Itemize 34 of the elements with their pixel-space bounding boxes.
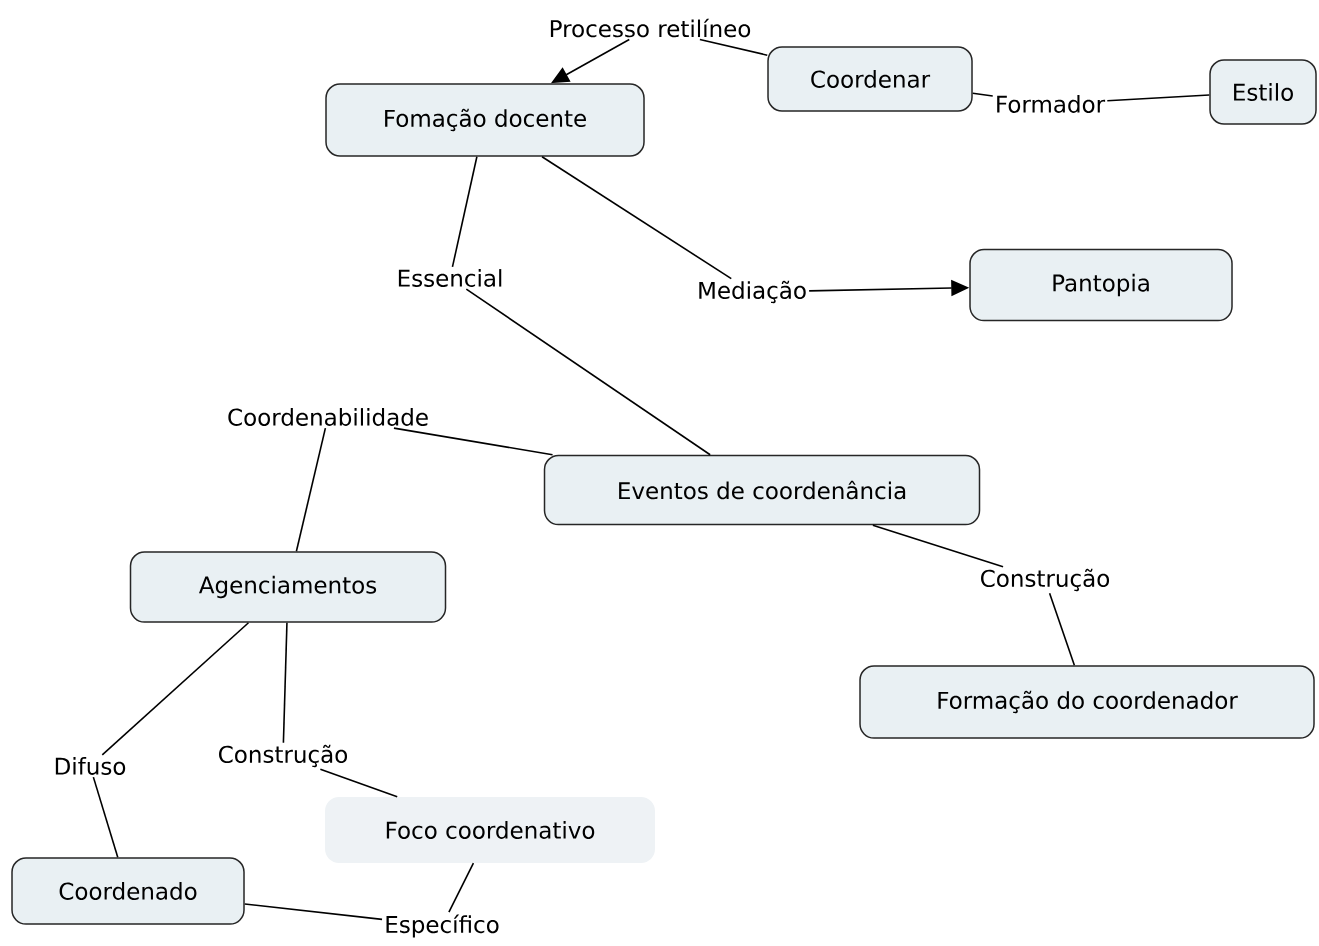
connector <box>101 621 250 756</box>
connector <box>393 427 554 456</box>
linking-phrase: Essencial <box>398 269 502 287</box>
connector <box>243 903 383 921</box>
connector <box>282 621 288 744</box>
connector <box>541 155 733 280</box>
connector <box>1106 94 1211 102</box>
linking-phrase: Processo retilíneo <box>550 18 751 38</box>
linking-phrase: Formador <box>997 95 1106 113</box>
connector <box>971 92 994 97</box>
connector <box>1048 592 1076 667</box>
connector <box>92 776 119 859</box>
connector <box>872 524 1004 568</box>
connector <box>448 862 475 913</box>
concept-box: Eventos de coordenância <box>543 454 981 526</box>
linking-phrase: Construção <box>219 744 348 768</box>
concept-box: Pantopia <box>969 248 1233 322</box>
linking-phrase: Mediação <box>699 280 806 304</box>
concept-box: Fomação docente <box>325 83 645 157</box>
connector <box>465 288 711 456</box>
connector <box>699 38 769 56</box>
connector <box>319 768 398 798</box>
concept-box: Coordenado <box>11 857 245 925</box>
connector <box>451 155 478 268</box>
concept-box: Estilo <box>1209 59 1317 125</box>
linking-phrase: Difuso <box>55 757 126 775</box>
concept-box: Foco coordenativo <box>325 797 655 863</box>
linking-phrase: Específico <box>386 914 499 938</box>
concept-box: Formação do coordenador <box>859 665 1315 739</box>
connector <box>295 427 327 553</box>
linking-phrase: Coordenabilidade <box>228 408 428 426</box>
concept-box: Agenciamentos <box>129 551 447 623</box>
linking-phrase: Construção <box>981 568 1110 592</box>
concept-box: Coordenar <box>767 46 973 112</box>
